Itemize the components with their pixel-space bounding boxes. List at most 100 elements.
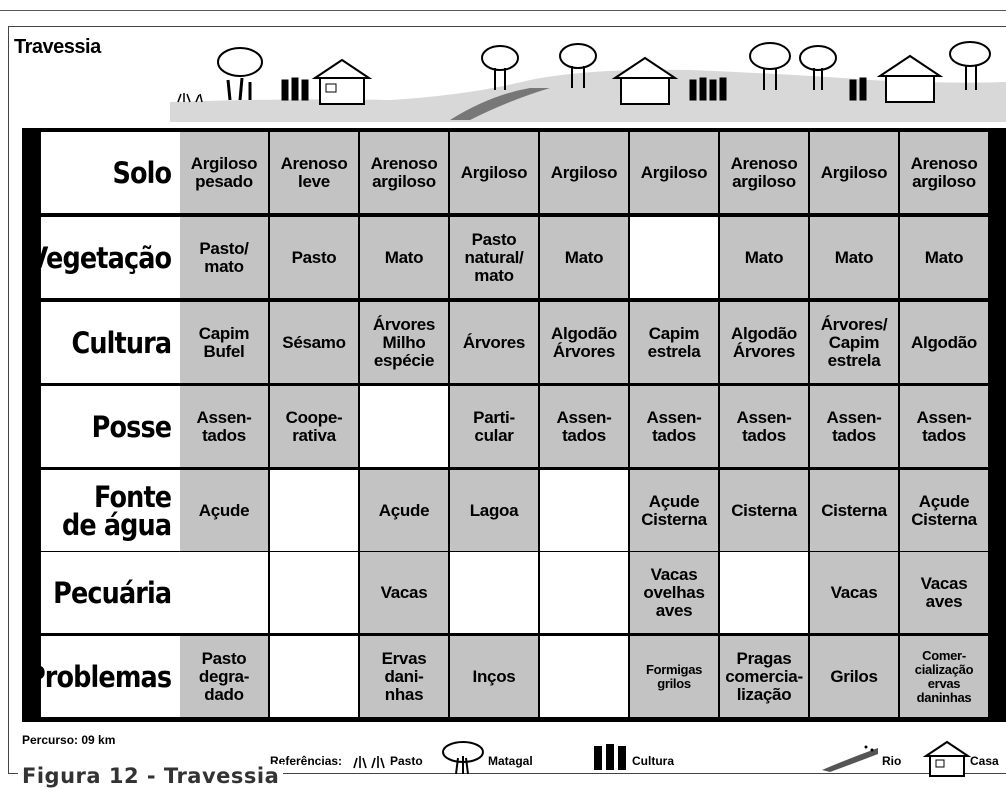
empty-cell	[270, 552, 358, 633]
row-label: Pecuária	[40, 552, 180, 633]
figure-caption: Figura 12 - Travessia	[18, 764, 284, 788]
legend-label: Referências:	[270, 754, 343, 768]
table-cell: Capim estrela	[630, 302, 718, 383]
percurso-label: Percurso: 09 km	[22, 733, 116, 747]
empty-cell	[540, 636, 628, 717]
table-cell: Sésamo	[270, 302, 358, 383]
row-label: Cultura	[40, 302, 180, 383]
row-label: Posse	[40, 386, 180, 467]
matagal-icon	[442, 741, 484, 775]
table-cell: Assen- tados	[900, 386, 988, 467]
table-cell: Argiloso pesado	[180, 132, 268, 213]
table-cell: Parti- cular	[450, 386, 538, 467]
table-cell: Árvores	[450, 302, 538, 383]
table-cell: Ervas dani- nhas	[360, 636, 448, 717]
table-cell: Açude	[360, 470, 448, 551]
pasto-icon	[353, 756, 385, 769]
table-cell: Argiloso	[810, 132, 898, 213]
empty-cell	[540, 470, 628, 551]
casa-icon	[922, 740, 972, 777]
table-cell: Mato	[540, 217, 628, 298]
table-cell: Árvores Milho espécie	[360, 302, 448, 383]
row-label: Fonte de água	[40, 470, 180, 551]
table-cell: Arenoso argiloso	[360, 132, 448, 213]
table-cell: Assen- tados	[810, 386, 898, 467]
table-cell: Pasto/ mato	[180, 217, 268, 298]
table-cell: Assen- tados	[630, 386, 718, 467]
table-cell: Argiloso	[540, 132, 628, 213]
legend: Referências: Pasto Matagal Cultura Rio C…	[270, 740, 1006, 780]
table-cell: Formigas grilos	[630, 636, 718, 717]
matagal-icon-3	[559, 43, 597, 88]
matagal-icon-6	[949, 41, 991, 90]
cultura-icon-1	[281, 77, 309, 101]
table-cell: Arenoso argiloso	[900, 132, 988, 213]
empty-cell	[180, 552, 268, 633]
table-cell: Algodão Árvores	[720, 302, 808, 383]
table-cell: Mato	[360, 217, 448, 298]
legend-item-matagal: Matagal	[488, 754, 533, 768]
matagal-icon-2	[481, 45, 519, 90]
legend-item-rio: Rio	[882, 754, 902, 768]
table-cell: Algodão Árvores	[540, 302, 628, 383]
matagal-icon-1	[217, 47, 263, 101]
figure-title: Travessia	[14, 36, 101, 58]
table-cell: Assen- tados	[540, 386, 628, 467]
table-cell: Açude Cisterna	[900, 470, 988, 551]
table-cell: Vacas aves	[900, 552, 988, 633]
table-cell: Inços	[450, 636, 538, 717]
table-cell: Arenoso argiloso	[720, 132, 808, 213]
legend-item-pasto: Pasto	[390, 754, 423, 768]
table-cell: Grilos	[810, 636, 898, 717]
table-cell: Pasto degra- dado	[180, 636, 268, 717]
casa-icon-2	[611, 56, 679, 105]
table-cell: Vacas	[810, 552, 898, 633]
table-cell: Mato	[810, 217, 898, 298]
table-cell: Cisterna	[810, 470, 898, 551]
empty-cell	[450, 552, 538, 633]
table-cell: Mato	[900, 217, 988, 298]
table-cell: Cisterna	[720, 470, 808, 551]
table-cell: Lagoa	[450, 470, 538, 551]
top-rule	[0, 10, 1006, 11]
table-cell: Capim Bufel	[180, 302, 268, 383]
legend-item-cultura: Cultura	[632, 754, 674, 768]
table-cell: Algodão	[900, 302, 988, 383]
table-cell: Arenoso leve	[270, 132, 358, 213]
empty-cell	[270, 470, 358, 551]
row-label: Problemas	[27, 636, 180, 717]
table-cell: Assen- tados	[720, 386, 808, 467]
rio-icon	[822, 745, 878, 772]
empty-cell	[540, 552, 628, 633]
row-label: Solo	[40, 132, 180, 213]
table-cell: Mato	[720, 217, 808, 298]
matagal-icon-4	[749, 42, 791, 90]
table-cell: Argiloso	[450, 132, 538, 213]
table-cell: Açude	[180, 470, 268, 551]
empty-cell	[360, 386, 448, 467]
matagal-icon-5	[799, 45, 837, 90]
empty-cell	[630, 217, 718, 298]
table-cell: Pasto natural/ mato	[450, 217, 538, 298]
casa-icon-3	[876, 54, 944, 103]
landscape-illustration	[170, 41, 1006, 122]
cultura-icon	[594, 744, 626, 770]
cultura-icon-3	[849, 77, 867, 101]
table-cell: Comer- cialização ervas daninhas	[900, 636, 988, 717]
legend-item-casa: Casa	[970, 754, 999, 768]
table-cell: Açude Cisterna	[630, 470, 718, 551]
table-cell: Pragas comercia- lização	[720, 636, 808, 717]
table-cell: Argiloso	[630, 132, 718, 213]
table-cell: Vacas	[360, 552, 448, 633]
empty-cell	[720, 552, 808, 633]
table-cell: Vacas ovelhas aves	[630, 552, 718, 633]
row-label: Vegetação	[29, 217, 180, 298]
casa-icon-1	[311, 58, 373, 105]
cultura-icon-2	[689, 77, 727, 101]
table-cell: Árvores/ Capim estrela	[810, 302, 898, 383]
empty-cell	[270, 636, 358, 717]
table-cell: Pasto	[270, 217, 358, 298]
table-cell: Assen- tados	[180, 386, 268, 467]
table-cell: Coope- rativa	[270, 386, 358, 467]
